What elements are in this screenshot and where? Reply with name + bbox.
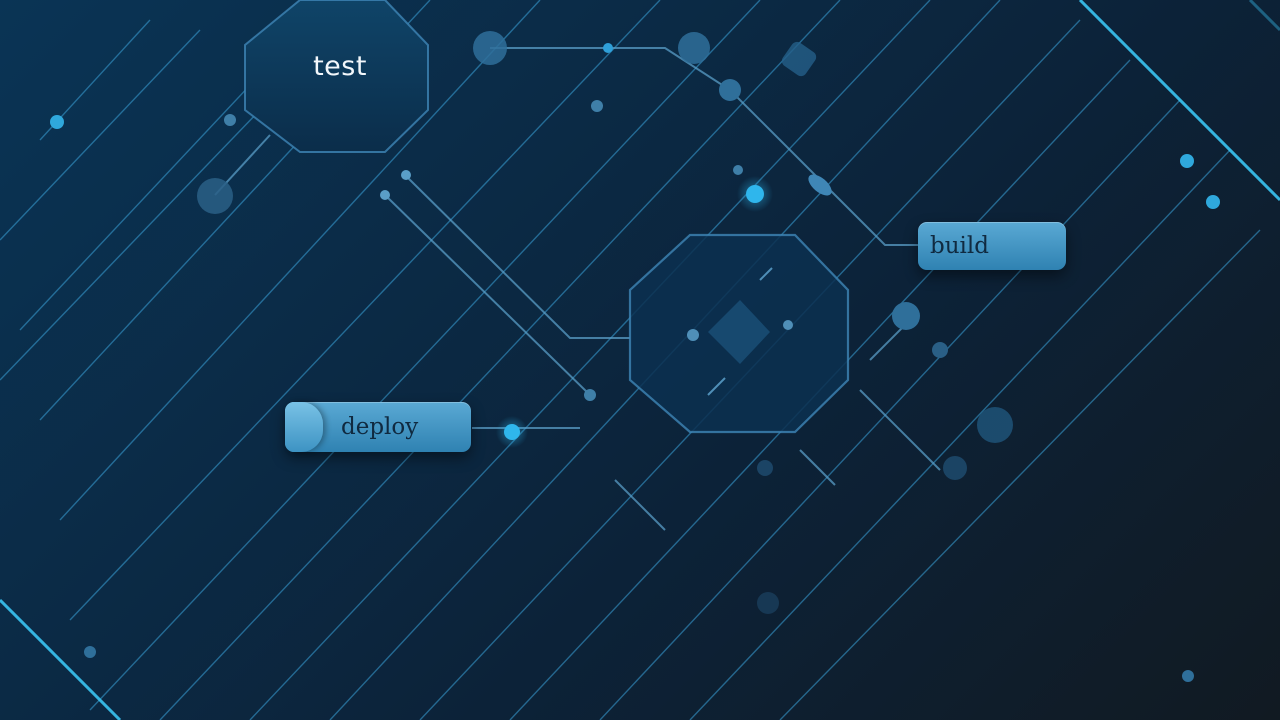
deploy-node-cap xyxy=(285,402,323,452)
connector-dots xyxy=(50,31,1220,682)
central-node xyxy=(628,233,850,434)
connector-lines xyxy=(214,47,941,531)
deploy-node-label: deploy xyxy=(341,414,419,440)
test-node-label: test xyxy=(313,50,367,82)
build-node: build xyxy=(918,222,1066,270)
deploy-node: deploy xyxy=(285,402,471,452)
test-node-shape xyxy=(244,0,429,153)
build-node-label: build xyxy=(930,233,989,259)
